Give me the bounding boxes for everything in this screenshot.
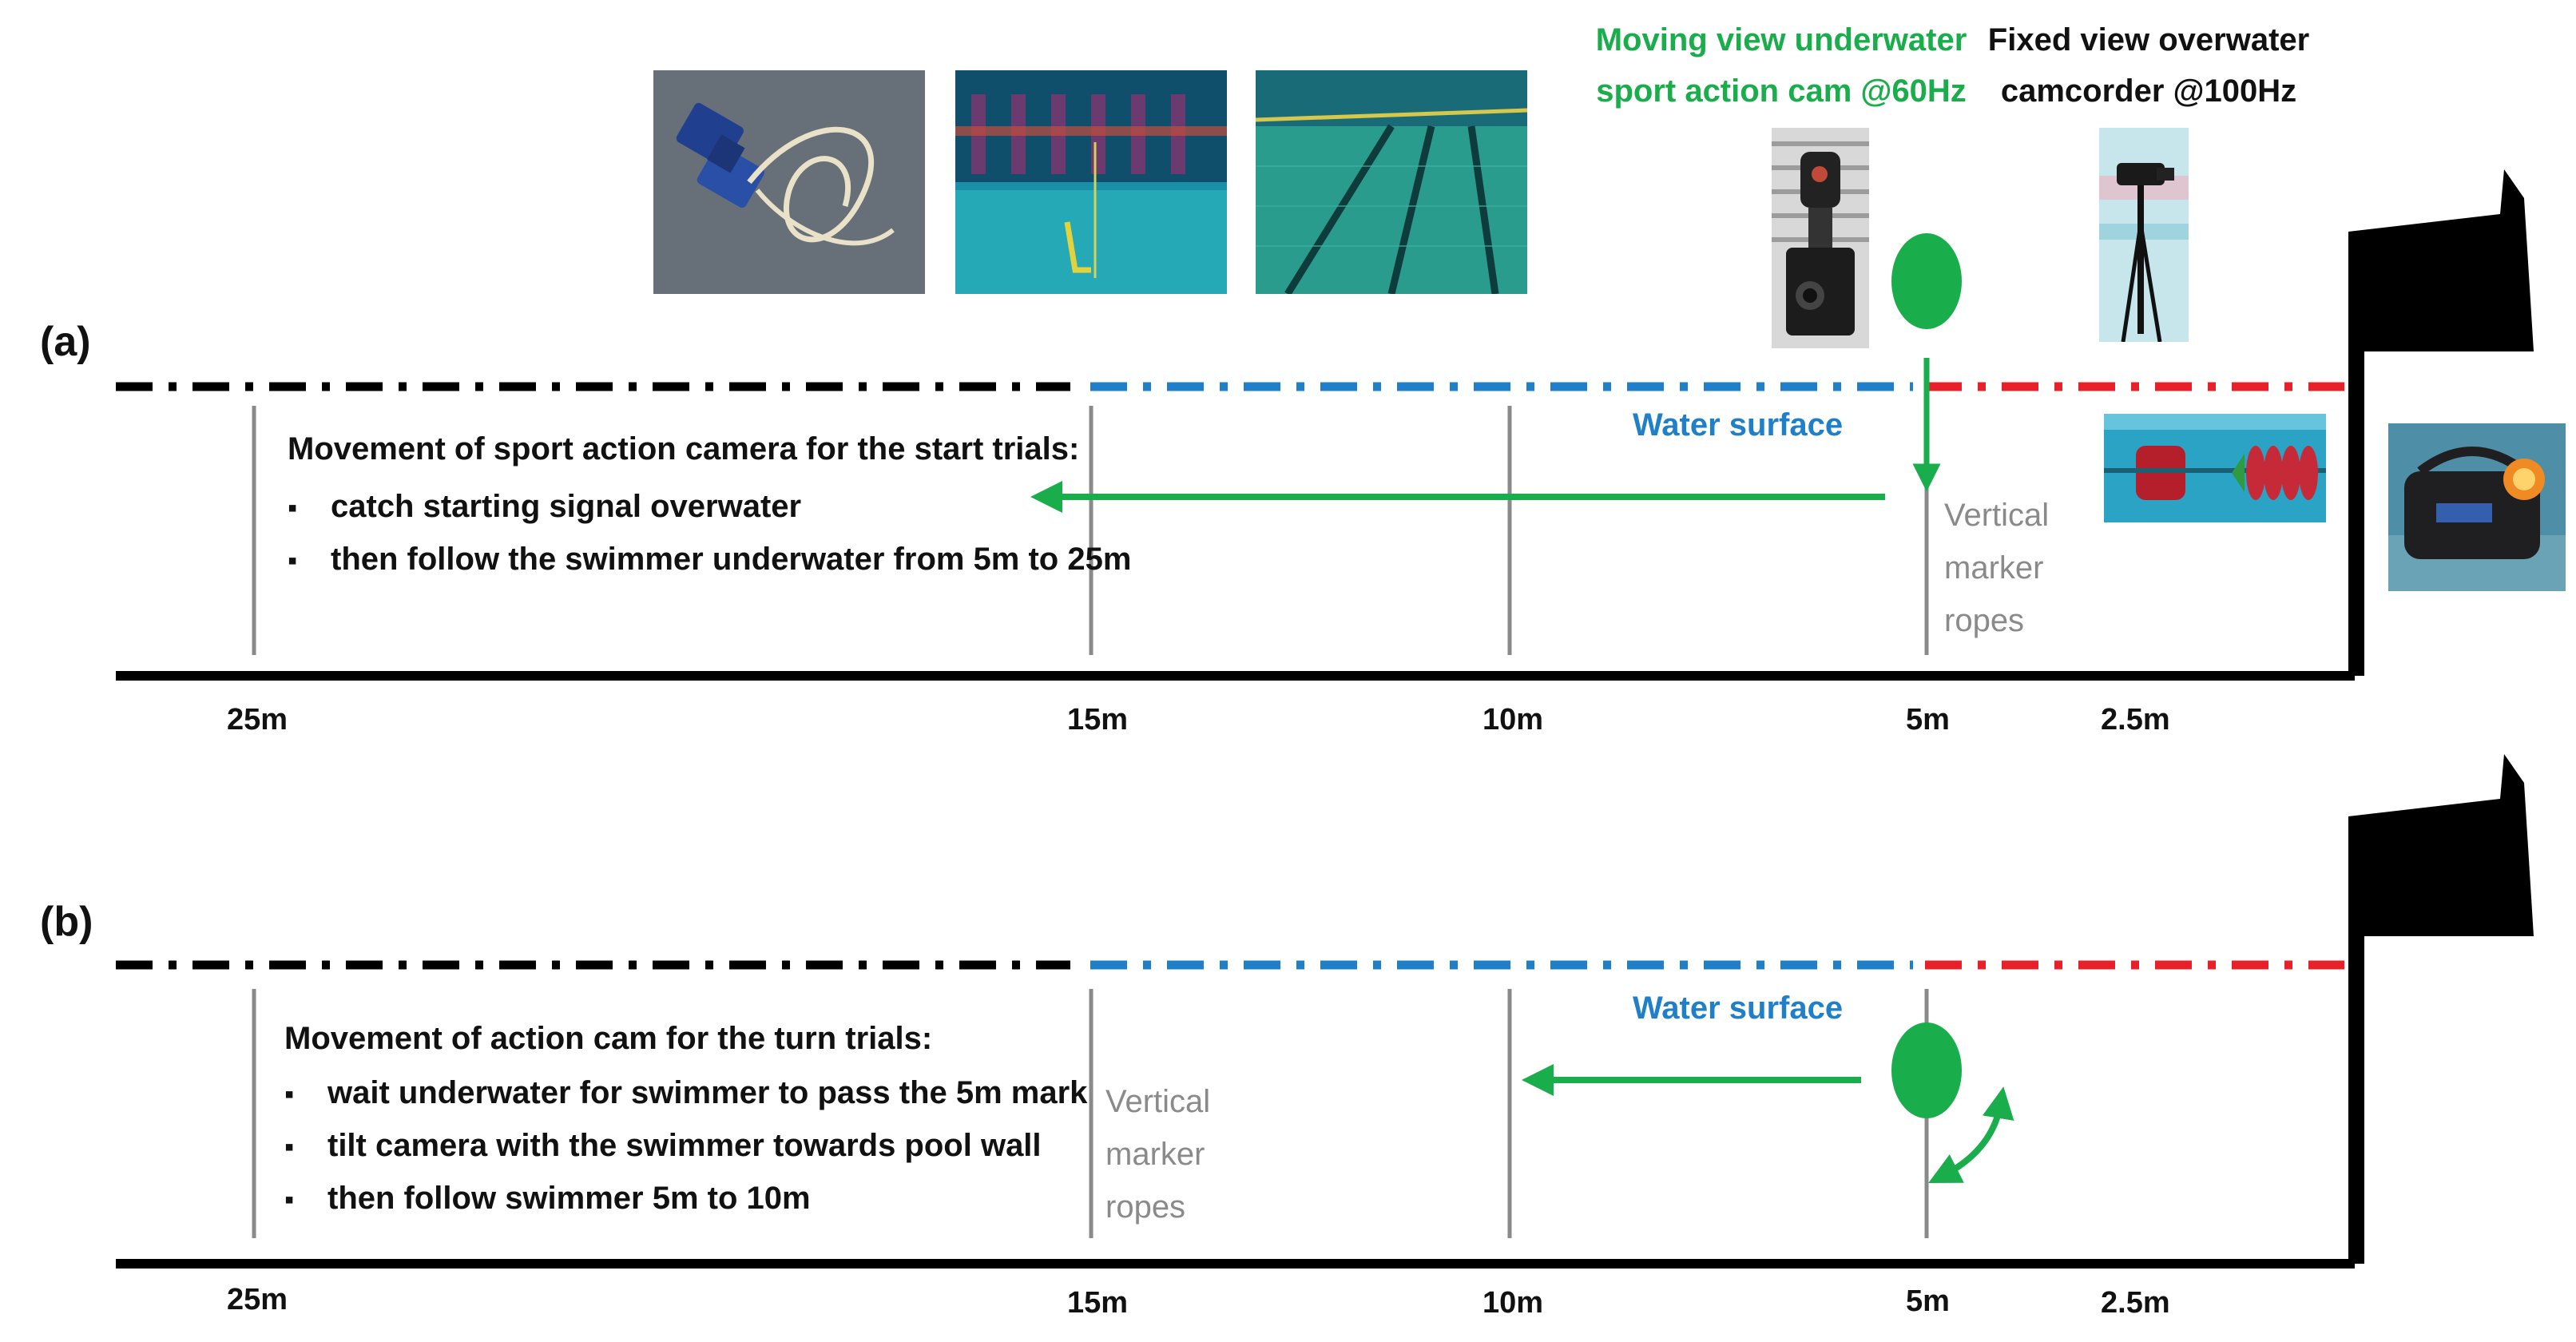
fixed-camera-label-line1: Fixed view overwater [1987,22,2310,58]
panel-a-movement-list: catch starting signal overwater then fol… [288,481,1131,586]
panel-a-distance-25m: 25m [227,703,288,737]
panel-b-distance-5m: 5m [1906,1284,1950,1318]
panel-a [116,169,2534,681]
panel-b-label: (b) [40,899,93,945]
speaker-start-signal-photo-icon [2388,423,2566,591]
panel-a-distance-15m: 15m [1067,703,1129,737]
marker-label-line1: Vertical [1944,498,2050,533]
panel-a-water-surface-label: Water surface [1633,407,1844,443]
pool-wall-start-block [2348,169,2534,676]
underwater-pool-floor-photo-icon [1256,70,1527,294]
panel-a-label: (a) [40,319,91,365]
panel-b-distance-2-5m: 2.5m [2101,1286,2170,1320]
underwater-lane-rope-photo-icon [955,70,1227,294]
moving-camera-label: Moving view underwater sport action cam … [1590,14,1973,117]
panel-a-movement-title: Movement of sport action camera for the … [288,431,1080,467]
action-camera-on-mount-photo-icon [1772,128,1869,348]
panel-a-marker-ropes-label: Vertical marker ropes [1944,489,2049,647]
lane-rope-floats-photo-icon [2104,414,2326,522]
panel-b [116,754,2534,1269]
panel-a-distance-5m: 5m [1906,703,1950,737]
list-item: wait underwater for swimmer to pass the … [284,1067,1087,1120]
camera-tilt-arrow [1928,1086,2014,1184]
list-item: then follow the swimmer underwater from … [288,534,1131,586]
marker-label-line1: Vertical [1105,1084,1211,1119]
panel-b-distance-15m: 15m [1067,1286,1129,1320]
panel-b-movement-list: wait underwater for swimmer to pass the … [284,1067,1087,1225]
fixed-camera-label-line2: camcorder @100Hz [2000,73,2297,109]
panel-b-distance-10m: 10m [1482,1286,1544,1320]
panel-a-distance-2-5m: 2.5m [2101,703,2170,737]
action-camera-dot [1891,233,1962,329]
list-item: then follow swimmer 5m to 10m [284,1173,1087,1225]
panel-b-movement-title: Movement of action cam for the turn tria… [284,1021,933,1056]
marker-label-line3: ropes [1944,603,2025,638]
dumbbell-weight-with-rope-photo-icon [653,70,925,294]
moving-camera-label-line1: Moving view underwater [1595,22,1967,58]
list-item: catch starting signal overwater [288,481,1131,534]
moving-camera-label-line2: sport action cam @60Hz [1596,73,1967,109]
panel-b-distance-25m: 25m [227,1283,288,1316]
panel-b-marker-ropes-label: Vertical marker ropes [1105,1075,1210,1233]
pool-wall-start-block [2348,754,2534,1264]
marker-label-line2: marker [1944,550,2044,586]
marker-label-line2: marker [1105,1137,1205,1172]
list-item: tilt camera with the swimmer towards poo… [284,1120,1087,1173]
panel-b-water-surface-label: Water surface [1633,991,1844,1026]
marker-label-line3: ropes [1105,1189,1186,1225]
camcorder-on-tripod-photo-icon [2099,128,2189,342]
fixed-camera-label: Fixed view overwater camcorder @100Hz [1981,14,2316,117]
action-camera-dot [1891,1022,1962,1118]
panel-a-distance-10m: 10m [1482,703,1544,737]
